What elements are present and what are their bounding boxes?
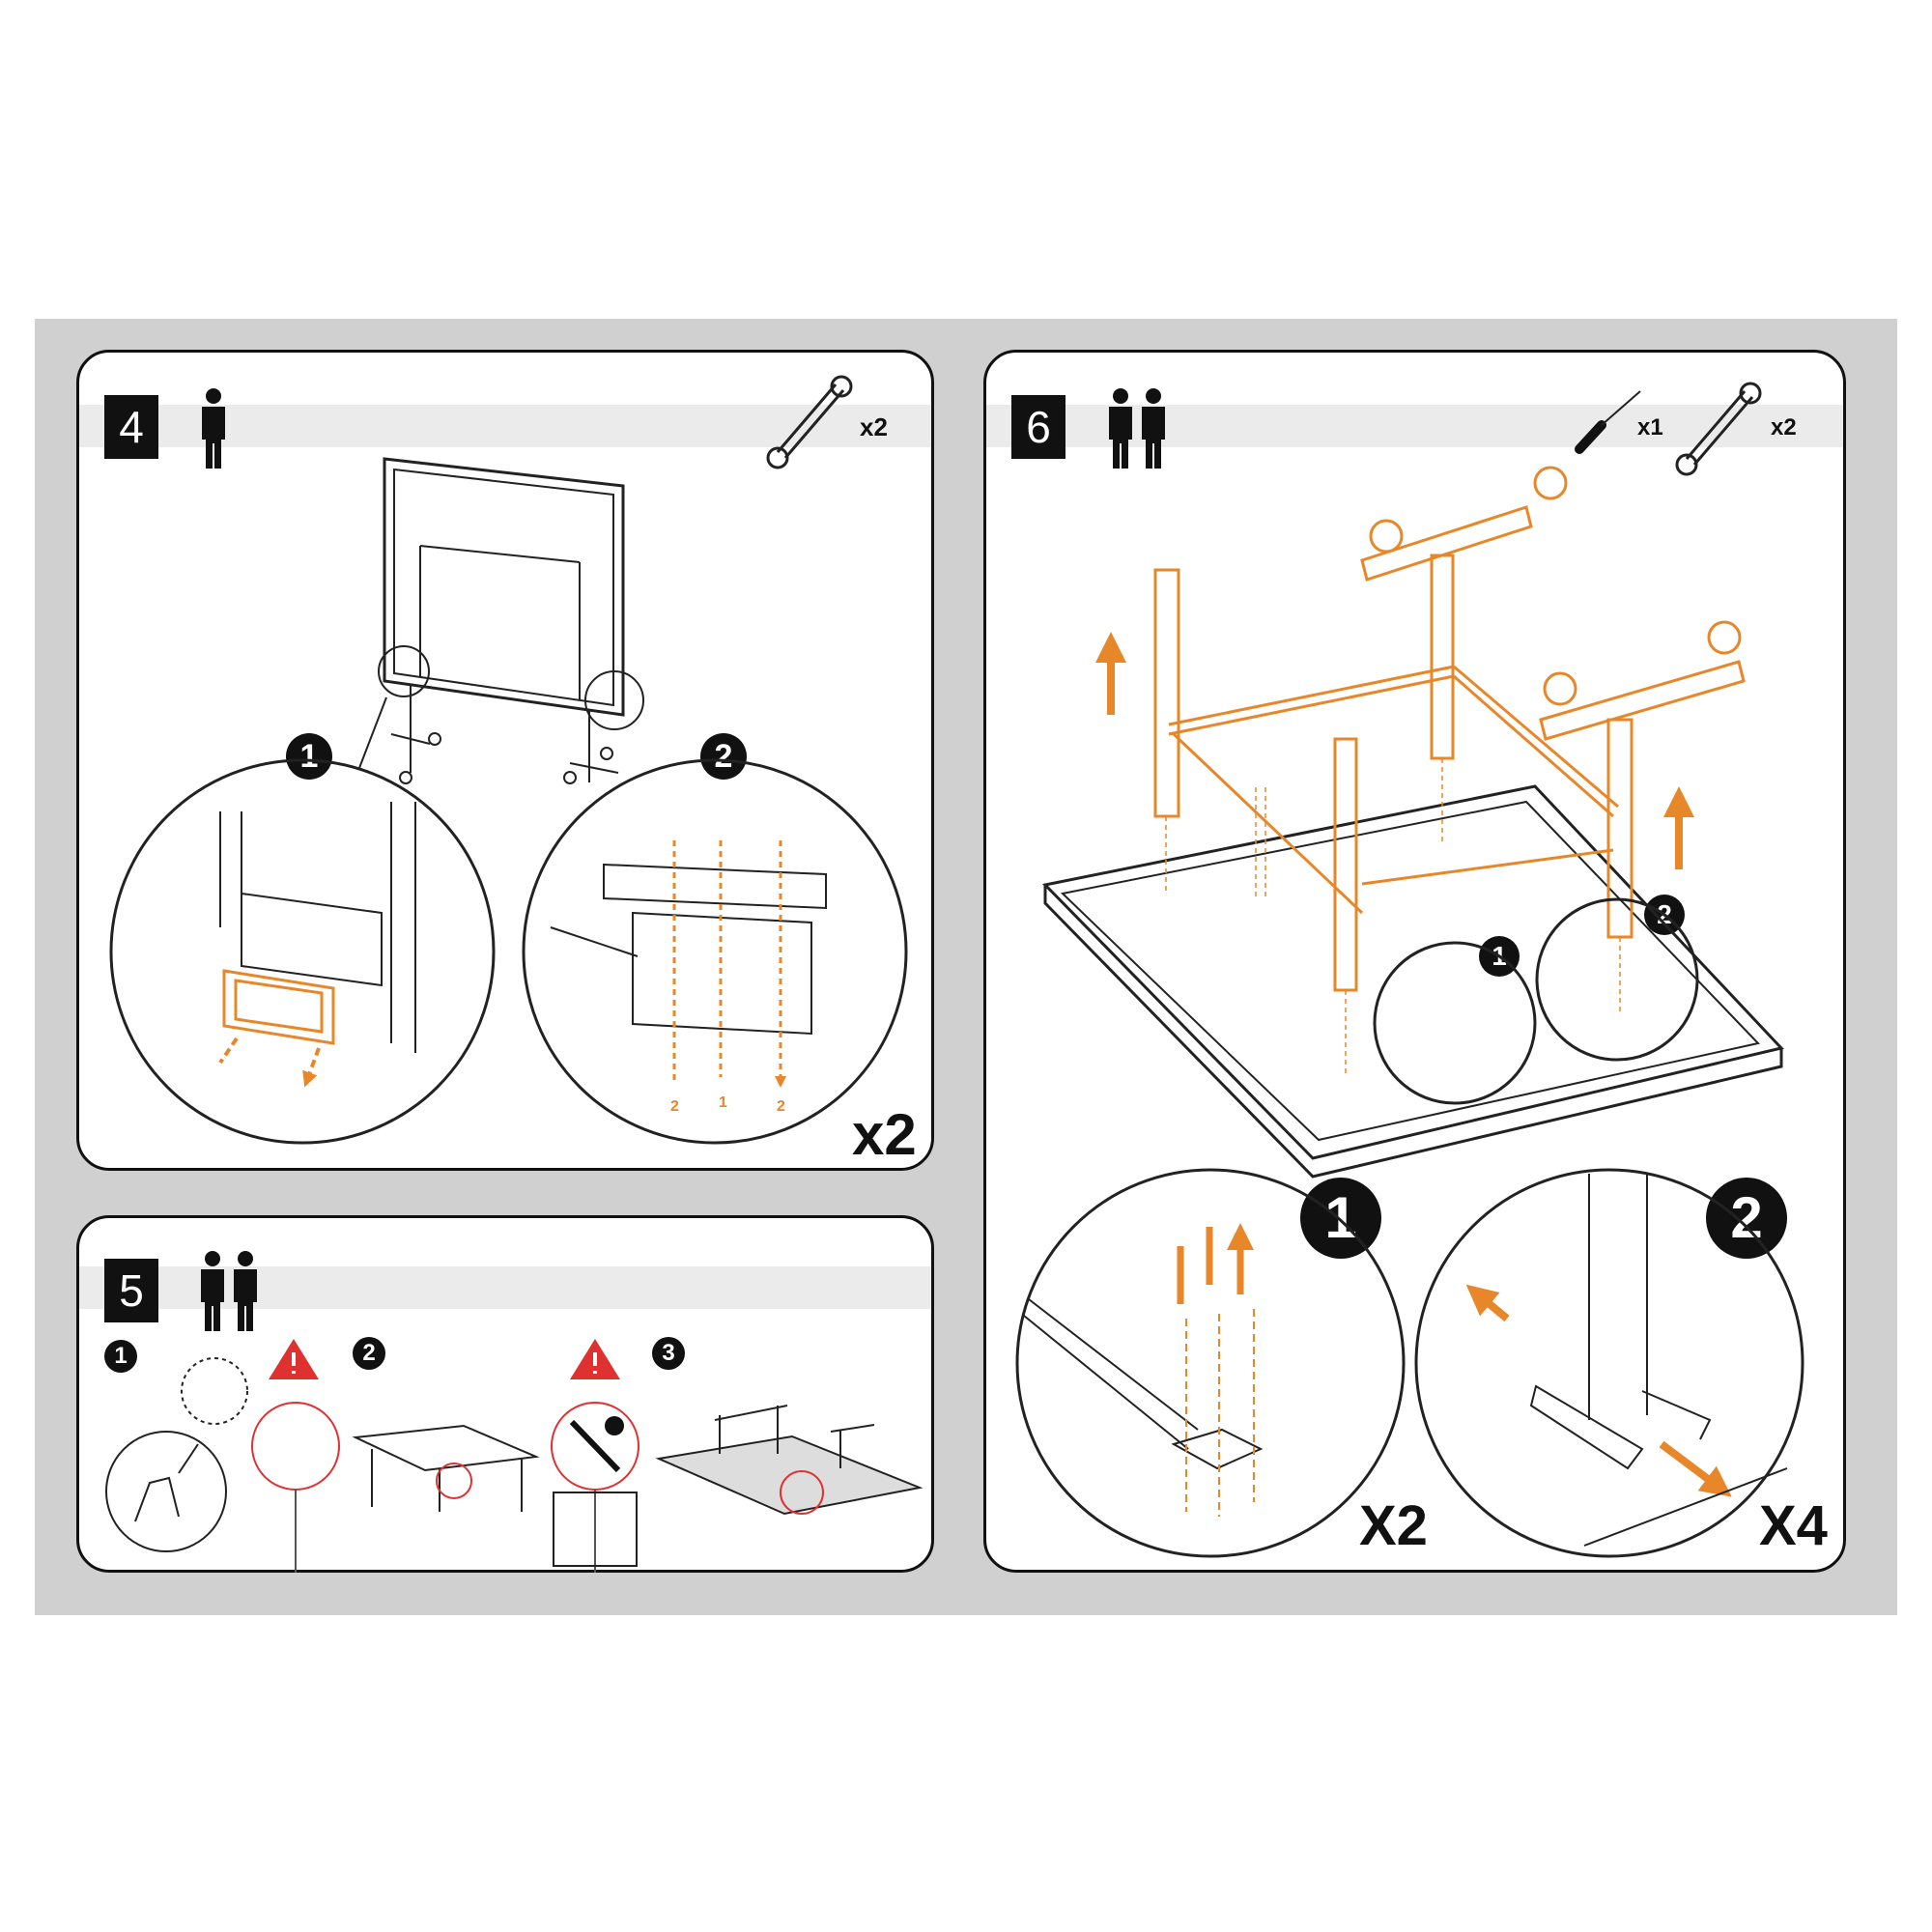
small-detail-circle-1 <box>1373 941 1537 1105</box>
order-label: 1 <box>719 1094 727 1111</box>
step-4-panel: 4 x2 1 2 2 1 2 x2 <box>76 350 934 1171</box>
wrench-icon <box>1675 382 1762 476</box>
tabletop-drawing <box>1041 784 1784 1179</box>
warning-icon <box>269 1339 620 1379</box>
step-6-wrench-count: x2 <box>1771 414 1797 440</box>
detail-circle-2 <box>522 758 908 1145</box>
step-5-sub-2-badge: 2 <box>353 1337 385 1370</box>
step-5-number: 5 <box>104 1259 158 1322</box>
order-label: 2 <box>777 1098 785 1115</box>
detail-circle-1 <box>109 758 496 1145</box>
table-upright-drawing <box>358 457 644 784</box>
two-people-icon <box>233 1250 258 1332</box>
step-6-repeat-2: X4 <box>1759 1494 1828 1557</box>
two-people-icon <box>1108 387 1133 469</box>
step-5-sub-3-badge: 3 <box>652 1337 685 1370</box>
two-people-icon <box>1141 387 1166 469</box>
step-5-sub-3-drawing <box>551 1402 923 1567</box>
detail-circle-step6-1 <box>1015 1168 1406 1558</box>
two-people-icon <box>200 1250 225 1332</box>
one-person-icon <box>201 387 226 469</box>
screwdriver-icon <box>1575 390 1641 454</box>
order-label: 2 <box>670 1098 679 1115</box>
step-4-number: 4 <box>104 395 158 459</box>
step-4-detail-2-badge: 2 <box>700 733 747 780</box>
step-4-repeat: x2 <box>852 1102 917 1167</box>
step-6-number: 6 <box>1011 395 1065 459</box>
step-6-detail-1-badge: 1 <box>1300 1178 1381 1259</box>
wrench-icon <box>766 375 853 469</box>
step-4-tool-count: x2 <box>860 412 888 441</box>
detail-circle-step6-2 <box>1414 1168 1804 1558</box>
step-5-sub-2-drawing <box>251 1402 596 1573</box>
step-6-screwdriver-count: x1 <box>1637 414 1663 440</box>
small-detail-circle-2 <box>1535 897 1699 1062</box>
step-5-sub-1-badge: 1 <box>104 1340 137 1373</box>
step-5-sub-1-drawing <box>105 1357 248 1552</box>
step-6-repeat-1: X2 <box>1359 1494 1428 1557</box>
leg-frame-drawing <box>1095 466 1746 1077</box>
step-4-detail-1-badge: 1 <box>286 733 332 780</box>
step-6-panel: 6 x1 x2 1 2 1 2 X2 X4 <box>983 350 1846 1573</box>
